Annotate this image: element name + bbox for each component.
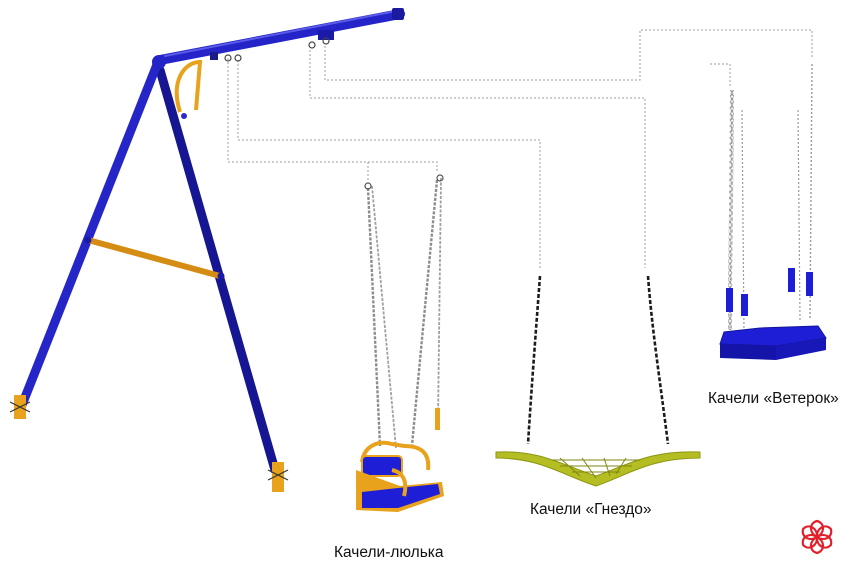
guide-lines xyxy=(227,29,813,270)
flower-logo-icon xyxy=(801,519,833,555)
caption-breeze-swing: Качели «Ветерок» xyxy=(708,390,839,407)
swing-frame xyxy=(9,8,405,492)
cradle-swing xyxy=(356,174,444,512)
nest-swing xyxy=(495,275,701,487)
breeze-swing xyxy=(719,63,827,360)
caption-nest-swing: Качели «Гнездо» xyxy=(530,501,652,518)
caption-cradle-swing: Качели-люлька xyxy=(334,544,444,561)
